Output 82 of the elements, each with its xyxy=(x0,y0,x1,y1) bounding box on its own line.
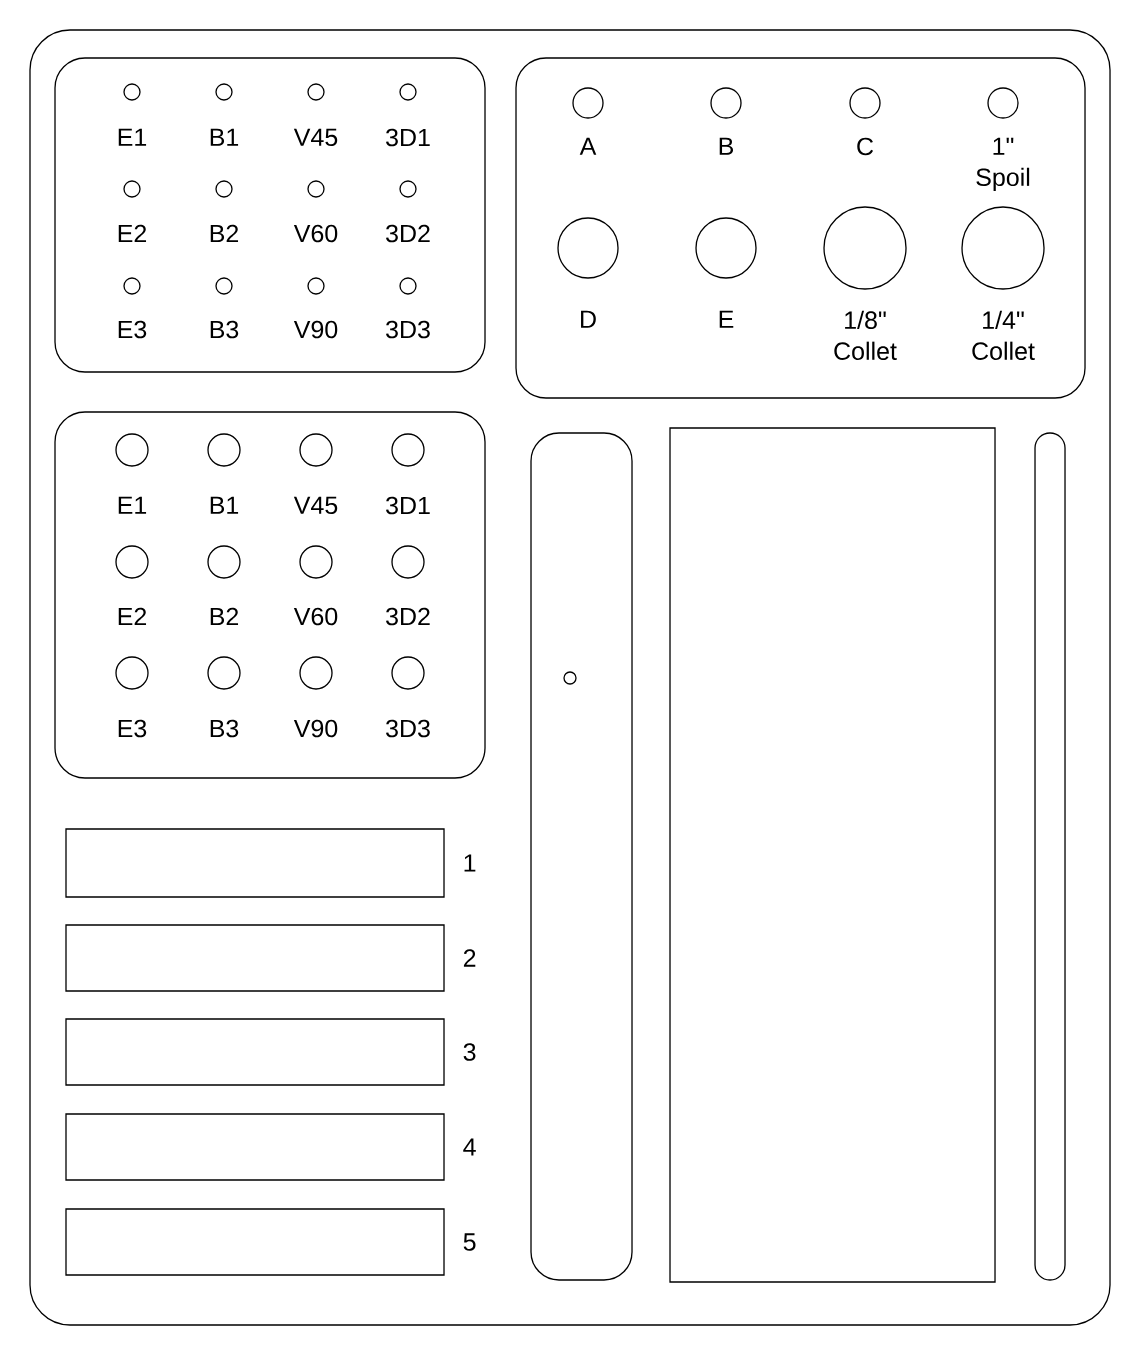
hole-label: E1 xyxy=(118,496,147,514)
hole xyxy=(123,277,141,295)
hole-label: B1 xyxy=(210,128,239,146)
hole xyxy=(207,656,241,690)
hole xyxy=(399,277,417,295)
hole xyxy=(299,433,333,467)
slot xyxy=(669,427,996,1283)
hole xyxy=(823,206,907,290)
hole-label: 1/8" Collet xyxy=(834,310,897,360)
hole-label: E2 xyxy=(118,224,147,243)
hole xyxy=(215,277,233,295)
slot-label: 1 xyxy=(464,854,476,872)
hole-label: E3 xyxy=(118,320,147,339)
hole-label: 3D1 xyxy=(386,496,430,515)
hole xyxy=(399,180,417,198)
hole xyxy=(207,433,241,467)
hole xyxy=(391,433,425,467)
hole-label: E3 xyxy=(118,719,147,738)
hole xyxy=(123,180,141,198)
hole-label: E2 xyxy=(118,607,147,626)
hole xyxy=(307,277,325,295)
hole xyxy=(710,87,742,119)
hole-label: V45 xyxy=(293,496,338,515)
hole xyxy=(115,656,149,690)
hole-label: 3D2 xyxy=(386,607,430,626)
hole-label: B2 xyxy=(210,224,239,243)
slot xyxy=(65,1018,445,1086)
hole xyxy=(307,180,325,198)
hole-label: D xyxy=(581,310,596,328)
slot xyxy=(65,1113,445,1181)
hole-label: 3D2 xyxy=(386,224,430,243)
hole xyxy=(299,545,333,579)
hole xyxy=(849,87,881,119)
hole xyxy=(299,656,333,690)
hole xyxy=(563,671,577,685)
hole-label: E1 xyxy=(118,128,147,146)
hole xyxy=(572,87,604,119)
hole-label: 3D3 xyxy=(386,719,430,738)
hole-label: V60 xyxy=(293,607,338,626)
hole xyxy=(115,545,149,579)
hole-label: E xyxy=(719,310,734,328)
hole xyxy=(557,217,619,279)
hole xyxy=(695,217,757,279)
hole-label: B3 xyxy=(210,320,239,339)
slot xyxy=(530,432,633,1281)
hole xyxy=(961,206,1045,290)
hole-label: 3D1 xyxy=(386,128,430,147)
hole xyxy=(391,545,425,579)
panel xyxy=(54,57,486,373)
hole-label: 3D3 xyxy=(386,320,430,339)
hole xyxy=(215,83,233,101)
slot xyxy=(65,924,445,992)
hole xyxy=(215,180,233,198)
tray-outline xyxy=(29,29,1111,1326)
slot-label: 4 xyxy=(463,1138,476,1156)
slot-label: 2 xyxy=(463,949,476,967)
hole xyxy=(391,656,425,690)
hole-label: V90 xyxy=(293,320,338,339)
hole-label: 1/4" Collet xyxy=(972,310,1035,360)
hole-label: V60 xyxy=(293,224,338,243)
slot xyxy=(1034,432,1066,1281)
hole-label: A xyxy=(579,137,597,155)
hole-label: C xyxy=(857,137,874,156)
hole-label: 1" Spoil xyxy=(976,137,1030,192)
hole xyxy=(399,83,417,101)
hole xyxy=(987,87,1019,119)
panel xyxy=(515,57,1086,399)
hole-label: B1 xyxy=(210,496,239,514)
hole-label: B3 xyxy=(210,719,239,738)
hole-label: V45 xyxy=(293,128,338,147)
hole-label: B xyxy=(719,137,734,155)
hole xyxy=(123,83,141,101)
hole xyxy=(115,433,149,467)
panel xyxy=(54,411,486,779)
slot xyxy=(65,828,445,898)
hole xyxy=(307,83,325,101)
slot-label: 3 xyxy=(463,1043,476,1061)
hole xyxy=(207,545,241,579)
hole-label: V90 xyxy=(293,719,338,738)
hole-label: B2 xyxy=(210,607,239,626)
slot-label: 5 xyxy=(463,1233,476,1251)
slot xyxy=(65,1208,445,1276)
